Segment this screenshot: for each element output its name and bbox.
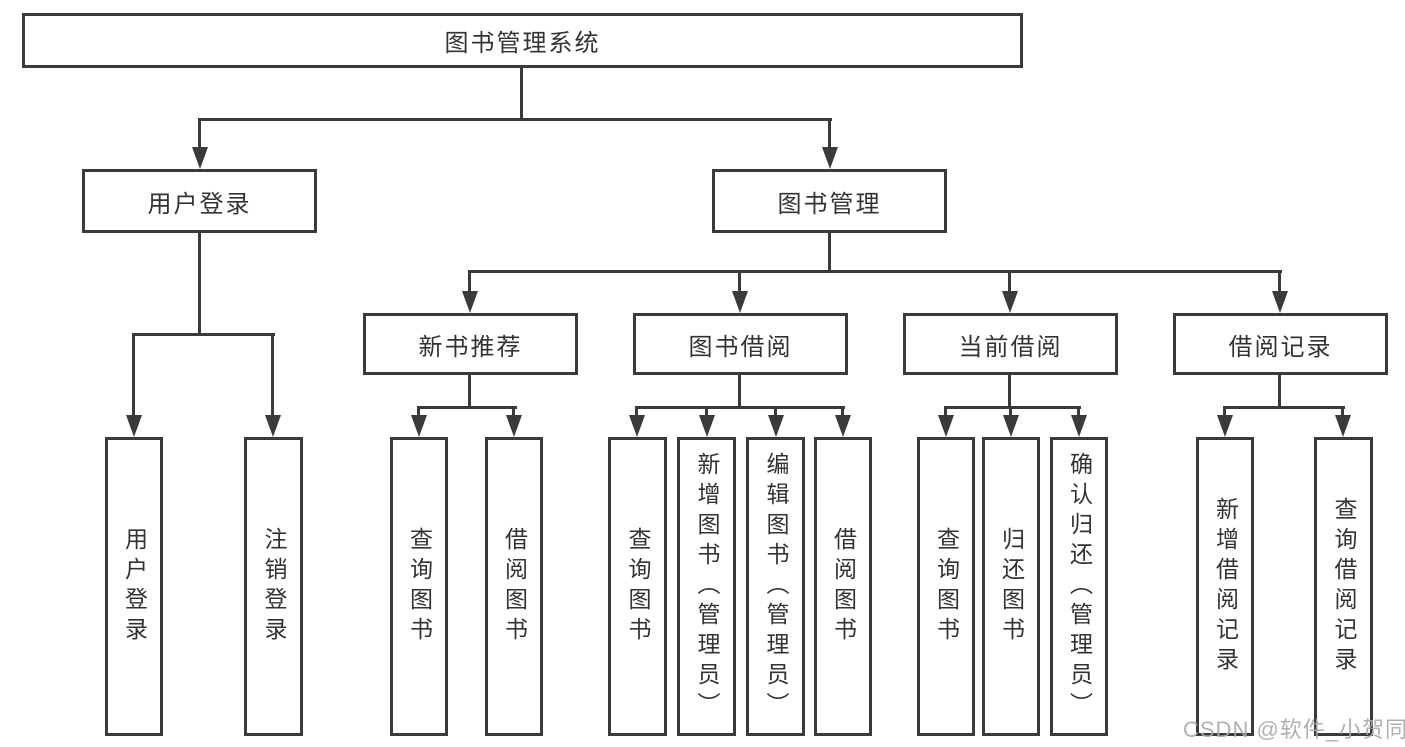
connector-line bbox=[1223, 406, 1226, 420]
connector-line bbox=[132, 333, 135, 418]
leaf-borrow-books: 借阅图书 bbox=[814, 437, 872, 736]
leaf-borrow-books-recommend: 借阅图书 bbox=[485, 437, 543, 736]
connector-line bbox=[1008, 375, 1011, 409]
node-user-login: 用户登录 bbox=[82, 169, 317, 233]
connector-line bbox=[417, 406, 517, 409]
node-current-borrow: 当前借阅 bbox=[903, 313, 1118, 375]
leaf-query-borrow-record: 查询借阅记录 bbox=[1314, 437, 1373, 736]
connector-line bbox=[198, 118, 201, 152]
arrow-down-icon bbox=[1335, 415, 1351, 437]
connector-line bbox=[468, 270, 1282, 273]
connector-line bbox=[705, 406, 708, 420]
connector-line bbox=[198, 233, 201, 336]
connector-line bbox=[199, 118, 832, 121]
connector-line bbox=[1009, 406, 1012, 420]
connector-line bbox=[512, 406, 515, 420]
arrow-down-icon bbox=[126, 415, 142, 437]
node-book-borrow: 图书借阅 bbox=[633, 313, 848, 375]
arrow-down-icon bbox=[411, 415, 427, 437]
connector-line bbox=[1223, 406, 1345, 409]
arrow-down-icon bbox=[732, 291, 748, 313]
node-new-book-recommend: 新书推荐 bbox=[363, 313, 578, 375]
leaf-query-books-recommend: 查询图书 bbox=[390, 437, 448, 736]
connector-line bbox=[635, 406, 845, 409]
connector-line bbox=[841, 406, 844, 420]
connector-line bbox=[520, 68, 523, 121]
node-library-management-system: 图书管理系统 bbox=[22, 13, 1023, 68]
connector-line bbox=[738, 270, 741, 296]
connector-line bbox=[828, 233, 831, 273]
arrow-down-icon bbox=[699, 415, 715, 437]
arrow-down-icon bbox=[835, 415, 851, 437]
leaf-logout: 注销登录 bbox=[244, 437, 303, 736]
arrow-down-icon bbox=[265, 415, 281, 437]
leaf-add-books-admin: 新增图书（管理员） bbox=[677, 437, 736, 736]
connector-line bbox=[1077, 406, 1080, 420]
connector-line bbox=[944, 406, 947, 420]
leaf-user-login: 用户登录 bbox=[105, 437, 163, 736]
arrow-down-icon bbox=[629, 415, 645, 437]
arrow-down-icon bbox=[1002, 291, 1018, 313]
arrow-down-icon bbox=[822, 147, 838, 169]
leaf-query-books-borrow: 查询图书 bbox=[608, 437, 667, 736]
node-book-management: 图书管理 bbox=[712, 169, 947, 233]
connector-line bbox=[1341, 406, 1344, 420]
arrow-down-icon bbox=[192, 147, 208, 169]
connector-line bbox=[417, 406, 420, 420]
connector-line bbox=[132, 333, 275, 336]
leaf-add-borrow-record: 新增借阅记录 bbox=[1196, 437, 1254, 736]
connector-line bbox=[271, 333, 274, 418]
connector-line bbox=[635, 406, 638, 420]
connector-line bbox=[828, 118, 831, 152]
connector-line bbox=[774, 406, 777, 420]
connector-line bbox=[468, 375, 471, 409]
node-borrow-records: 借阅记录 bbox=[1173, 313, 1388, 375]
connector-line bbox=[1278, 375, 1281, 409]
arrow-down-icon bbox=[1003, 415, 1019, 437]
arrow-down-icon bbox=[1217, 415, 1233, 437]
arrow-down-icon bbox=[768, 415, 784, 437]
connector-line bbox=[1008, 270, 1011, 296]
connector-line bbox=[738, 375, 741, 409]
leaf-query-books-current: 查询图书 bbox=[917, 437, 975, 736]
leaf-return-books: 归还图书 bbox=[982, 437, 1040, 736]
csdn-watermark: CSDN @软件_小贺同学 bbox=[1183, 717, 1405, 742]
arrow-down-icon bbox=[1071, 415, 1087, 437]
connector-line bbox=[944, 406, 1081, 409]
connector-line bbox=[1278, 270, 1281, 296]
arrow-down-icon bbox=[938, 415, 954, 437]
connector-line bbox=[468, 270, 471, 296]
leaf-edit-books-admin: 编辑图书（管理员） bbox=[746, 437, 805, 736]
leaf-confirm-return-admin: 确认归还（管理员） bbox=[1050, 437, 1108, 736]
arrow-down-icon bbox=[506, 415, 522, 437]
arrow-down-icon bbox=[1272, 291, 1288, 313]
arrow-down-icon bbox=[462, 291, 478, 313]
